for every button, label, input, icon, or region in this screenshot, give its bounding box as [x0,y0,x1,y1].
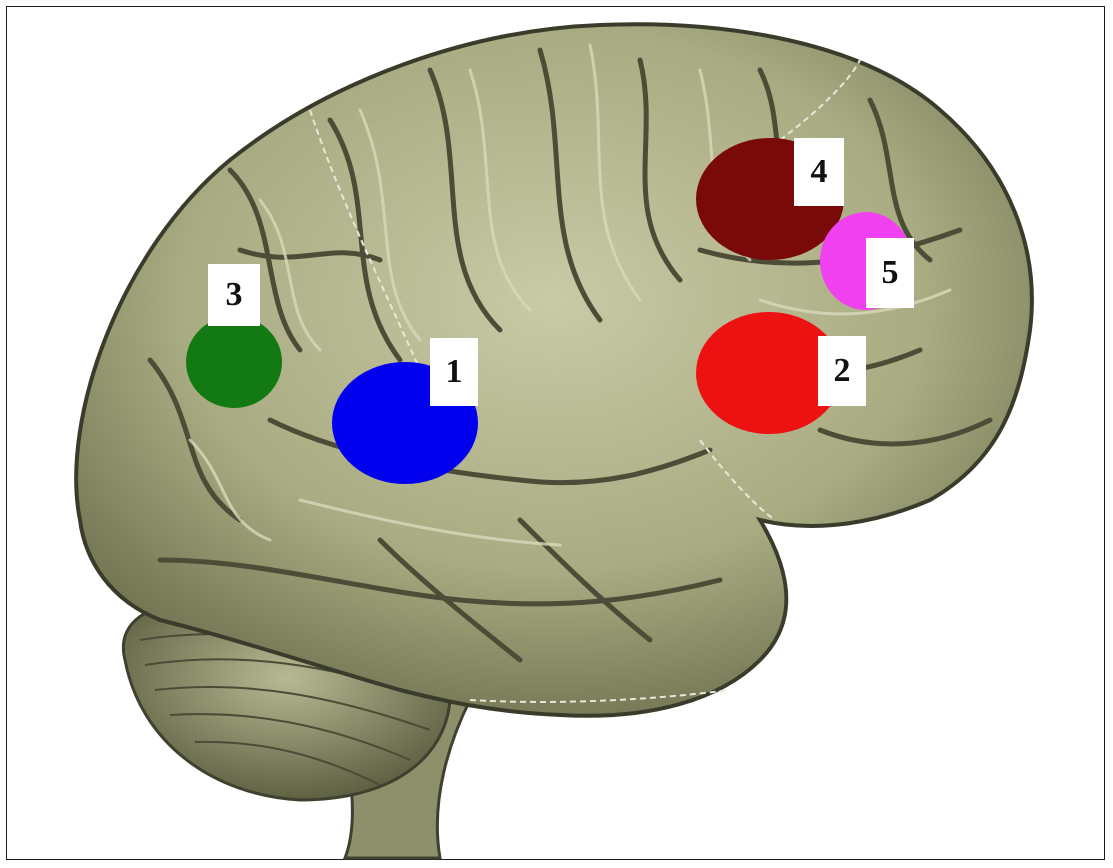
region-2-label: 2 [818,336,866,406]
region-3-label: 3 [208,264,260,326]
region-4-label: 4 [794,138,844,206]
region-1-label: 1 [430,338,478,406]
region-3-circle [186,316,282,408]
region-5-label: 5 [866,238,914,308]
